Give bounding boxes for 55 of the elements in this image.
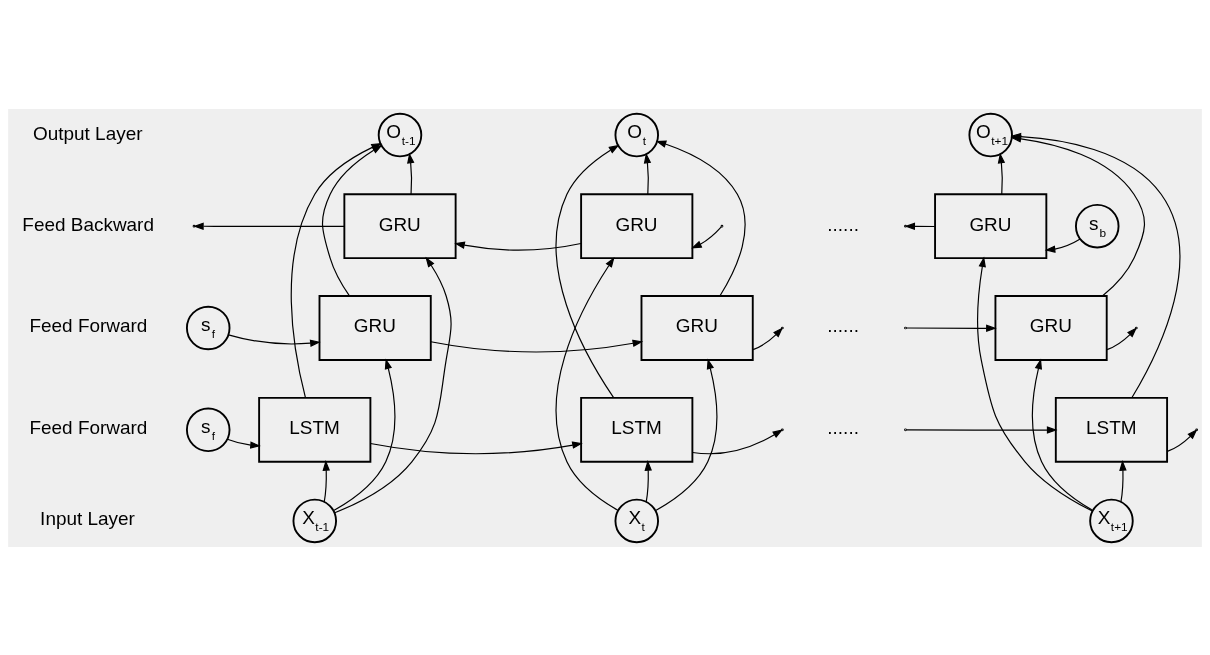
arrow bbox=[1119, 459, 1127, 502]
arrow bbox=[333, 358, 396, 511]
arrow bbox=[691, 428, 784, 454]
label: Output Layer bbox=[33, 122, 143, 144]
arrow bbox=[691, 225, 723, 249]
arrow bbox=[369, 441, 583, 454]
node-circle: X$_{t}$ bbox=[614, 498, 659, 543]
node-circle: O$_{t+1}$ bbox=[968, 112, 1013, 157]
arrow bbox=[655, 140, 746, 296]
node-box: GRU bbox=[580, 192, 694, 259]
arrow bbox=[407, 152, 415, 195]
arrow bbox=[226, 438, 261, 449]
label: ...... bbox=[827, 315, 859, 336]
arrow bbox=[644, 459, 652, 502]
arrow bbox=[322, 459, 330, 502]
label: ...... bbox=[827, 213, 859, 235]
node-box: GRU bbox=[994, 294, 1108, 361]
node-circle: s$_{b}$ bbox=[1075, 203, 1120, 248]
node-circle: O$_{t}$ bbox=[614, 112, 659, 157]
label: ...... bbox=[827, 416, 859, 438]
node-box: LSTM bbox=[1054, 396, 1169, 463]
arrow bbox=[454, 241, 582, 251]
node-box: LSTM bbox=[258, 396, 372, 463]
label: Feed Forward bbox=[29, 315, 148, 336]
arrow bbox=[555, 256, 619, 511]
arrow bbox=[193, 222, 345, 230]
node-circle: s$_{f}$ bbox=[185, 305, 231, 350]
arrow bbox=[643, 152, 652, 195]
arrow bbox=[655, 358, 718, 511]
arrow bbox=[227, 333, 321, 347]
arrow bbox=[430, 339, 644, 353]
node-box: GRU bbox=[318, 294, 432, 361]
node-circle: X$_{t-1}$ bbox=[292, 498, 337, 543]
arrow bbox=[1166, 428, 1198, 452]
arrow bbox=[905, 425, 1058, 434]
arrow bbox=[1106, 326, 1138, 350]
node-circle: s$_{f}$ bbox=[185, 407, 231, 452]
node-box: LSTM bbox=[580, 396, 694, 463]
arrow bbox=[977, 255, 1093, 512]
label: Input Layer bbox=[40, 507, 135, 529]
arrow bbox=[752, 326, 784, 350]
arrow bbox=[904, 222, 936, 230]
node-circle: X$_{t+1}$ bbox=[1089, 498, 1134, 543]
arrow bbox=[905, 324, 997, 332]
label: Feed Backward bbox=[22, 213, 154, 235]
node-box: GRU bbox=[343, 192, 457, 259]
node-box: GRU bbox=[640, 294, 754, 361]
arrow bbox=[1044, 238, 1081, 253]
arrow bbox=[555, 144, 620, 398]
arrow bbox=[997, 152, 1006, 195]
label: Feed Forward bbox=[29, 416, 148, 438]
node-circle: O$_{t-1}$ bbox=[377, 112, 423, 157]
arrow bbox=[1031, 358, 1094, 511]
arrow bbox=[334, 256, 452, 513]
node-box: GRU bbox=[934, 192, 1048, 259]
